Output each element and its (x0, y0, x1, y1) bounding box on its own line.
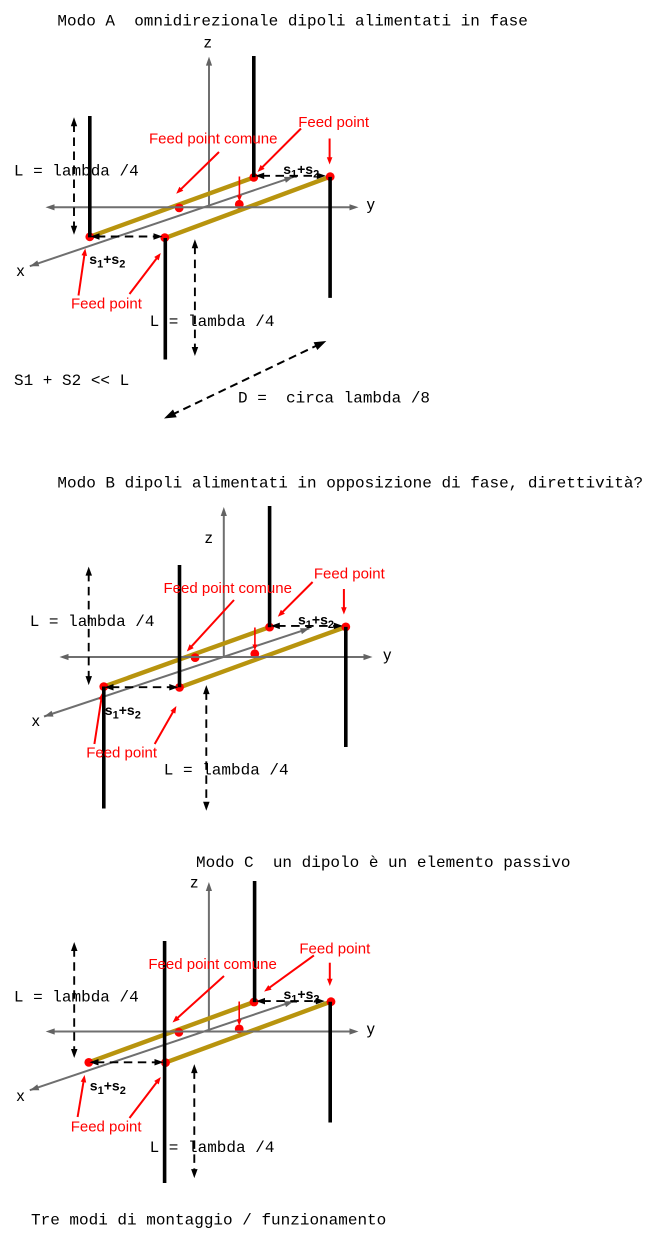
svg-text:Modo C un dipolo è un element: Modo C un dipolo è un elemento passivo (196, 854, 570, 872)
svg-text:y: y (383, 647, 391, 664)
svg-text:Modo B dipoli alimentati in op: Modo B dipoli alimentati in opposizione … (57, 475, 643, 493)
svg-text:Feed point: Feed point (71, 1119, 143, 1136)
svg-text:Feed point: Feed point (299, 940, 371, 957)
svg-text:L = lambda /4: L = lambda /4 (14, 163, 139, 181)
svg-text:L = lambda /4: L = lambda /4 (164, 761, 289, 779)
svg-text:L = lambda /4: L = lambda /4 (150, 1139, 275, 1157)
svg-text:x: x (32, 713, 40, 730)
svg-text:x: x (17, 1088, 25, 1105)
svg-text:z: z (204, 35, 212, 52)
svg-text:Tre modi di montaggio / funzio: Tre modi di montaggio / funzionamento (31, 1212, 386, 1230)
svg-text:Modo A omnidirezionale dipoli: Modo A omnidirezionale dipoli alimentati… (57, 12, 527, 30)
svg-text:D = circa lambda /8: D = circa lambda /8 (238, 389, 430, 407)
svg-text:L = lambda /4: L = lambda /4 (14, 989, 139, 1007)
svg-text:Feed point: Feed point (86, 745, 158, 762)
svg-text:y: y (367, 197, 375, 214)
svg-text:Feed point comune: Feed point comune (148, 956, 276, 973)
svg-text:x: x (17, 263, 25, 280)
svg-text:L = lambda /4: L = lambda /4 (150, 313, 275, 331)
svg-text:z: z (190, 875, 198, 892)
svg-text:Feed point: Feed point (314, 565, 386, 582)
svg-text:y: y (367, 1021, 375, 1038)
svg-text:S1 + S2 << L: S1 + S2 << L (14, 372, 129, 390)
svg-text:Feed point comune: Feed point comune (164, 580, 292, 597)
svg-text:Feed point: Feed point (298, 114, 370, 131)
svg-text:L = lambda /4: L = lambda /4 (30, 613, 155, 631)
svg-text:Feed point: Feed point (71, 296, 143, 313)
svg-text:Feed point comune: Feed point comune (149, 131, 277, 148)
svg-text:z: z (205, 530, 213, 547)
